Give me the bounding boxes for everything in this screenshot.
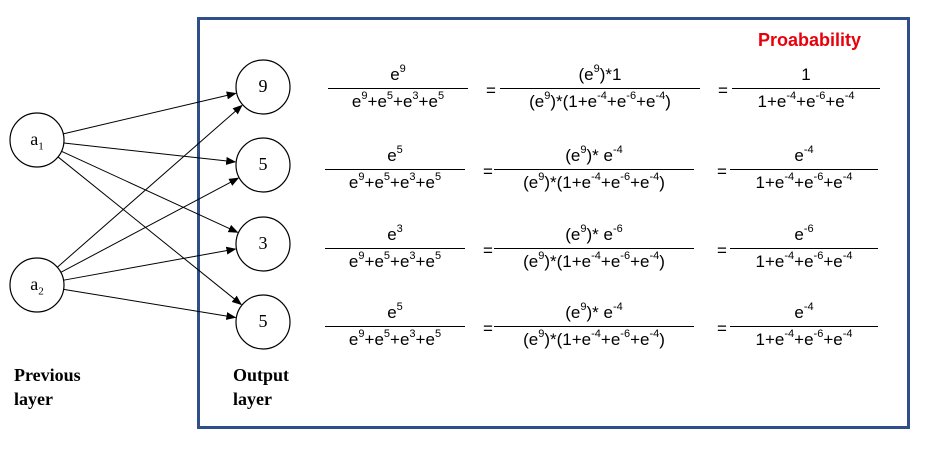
- equals-sign: =: [718, 81, 728, 100]
- factored-fraction-denominator: (e9)*(1+e-4+e-6+e-4): [494, 169, 694, 193]
- simplified-fraction: 1 1+e-4+e-6+e-4: [732, 65, 880, 112]
- softmax-fraction-denominator: e9+e5+e3+e5: [325, 169, 465, 193]
- connection-edges: [56, 91, 243, 320]
- edge-a2-to-out4: [63, 288, 237, 320]
- factored-fraction-denominator: (e9)*(1+e-4+e-6+e-4): [500, 88, 700, 112]
- output-node-4: [235, 294, 291, 350]
- diagram-title: Proabability: [758, 30, 862, 50]
- output-node-2: [235, 137, 291, 193]
- simplified-fraction-numerator: e-4: [794, 301, 814, 322]
- softmax-fraction-denominator: e9+e5+e3+e5: [325, 326, 465, 350]
- softmax-fraction-denominator: e9+e5+e3+e5: [325, 248, 465, 272]
- equals-sign: =: [486, 81, 496, 100]
- output-layer-caption: Output layer: [233, 363, 289, 411]
- simplified-fraction-numerator: 1: [801, 65, 811, 84]
- factored-fraction-denominator: (e9)*(1+e-4+e-6+e-4): [494, 326, 694, 350]
- equals-sign: =: [717, 319, 727, 338]
- output-node-value: 5: [258, 154, 268, 174]
- probability-frame: [197, 17, 910, 429]
- simplified-fraction: e-6 1+e-4+e-6+e-4: [730, 223, 878, 272]
- simplified-fraction-denominator: 1+e-4+e-6+e-4: [730, 248, 878, 272]
- edge-a2-to-out3: [63, 246, 237, 281]
- factored-fraction: (e9)*1 (e9)*(1+e-4+e-6+e-4): [500, 63, 700, 112]
- previous-layer-caption-line1: Previous: [14, 365, 81, 385]
- edge-a1-to-out1: [63, 91, 237, 135]
- output-node-1: [235, 59, 291, 115]
- softmax-fraction-numerator: e5: [387, 301, 403, 322]
- previous-layer-caption-line2: layer: [14, 389, 53, 409]
- edge-a1-to-out3: [61, 150, 239, 233]
- simplified-fraction: e-4 1+e-4+e-6+e-4: [730, 144, 878, 193]
- softmax-fraction-denominator: e9+e5+e3+e5: [328, 88, 468, 112]
- previous-node-label: a2: [30, 274, 44, 298]
- factored-fraction: (e9)* e-4 (e9)*(1+e-4+e-6+e-4): [494, 301, 694, 350]
- previous-node-label: a1: [30, 129, 44, 153]
- factored-fraction: (e9)* e-4 (e9)*(1+e-4+e-6+e-4): [494, 144, 694, 193]
- edge-a1-to-out2: [63, 142, 237, 165]
- node-circles: [9, 59, 291, 350]
- edge-a2-to-out1: [56, 104, 243, 268]
- factored-fraction-denominator: (e9)*(1+e-4+e-6+e-4): [494, 248, 694, 272]
- softmax-fraction-numerator: e9: [390, 63, 406, 84]
- softmax-fraction: e3 e9+e5+e3+e5: [325, 223, 465, 272]
- simplified-fraction-numerator: e-4: [794, 144, 814, 165]
- simplified-fraction-denominator: 1+e-4+e-6+e-4: [730, 326, 878, 350]
- simplified-fraction-numerator: e-6: [794, 223, 814, 244]
- factored-fraction-numerator: (e9)* e-4: [565, 301, 623, 322]
- factored-fraction-numerator: (e9)* e-4: [565, 144, 623, 165]
- simplified-fraction-denominator: 1+e-4+e-6+e-4: [730, 169, 878, 193]
- previous-node-a2: [9, 257, 65, 313]
- previous-layer-caption: Previous layer: [14, 363, 81, 411]
- previous-node-a1: [9, 112, 65, 168]
- softmax-fraction: e9 e9+e5+e3+e5: [328, 63, 468, 112]
- softmax-fraction-numerator: e3: [387, 223, 403, 244]
- output-node-value: 9: [258, 76, 268, 96]
- output-node-value: 3: [258, 233, 268, 253]
- edge-a1-to-out4: [57, 156, 242, 306]
- factored-fraction: (e9)* e-6 (e9)*(1+e-4+e-6+e-4): [494, 223, 694, 272]
- output-node-value: 5: [258, 311, 268, 331]
- factored-fraction-numerator: (e9)* e-6: [565, 223, 623, 244]
- softmax-fraction: e5 e9+e5+e3+e5: [325, 301, 465, 350]
- softmax-fraction-numerator: e5: [387, 144, 403, 165]
- equals-sign: =: [483, 319, 493, 338]
- output-layer-caption-line1: Output: [233, 365, 290, 385]
- factored-fraction-numerator: (e9)*1: [578, 63, 622, 84]
- simplified-fraction-denominator: 1+e-4+e-6+e-4: [732, 88, 880, 112]
- edge-a2-to-out2: [60, 177, 240, 273]
- equals-sign: =: [483, 241, 493, 260]
- output-layer-caption-line2: layer: [233, 389, 272, 409]
- softmax-fraction: e5 e9+e5+e3+e5: [325, 144, 465, 193]
- simplified-fraction: e-4 1+e-4+e-6+e-4: [730, 301, 878, 350]
- equals-sign: =: [717, 241, 727, 260]
- equals-sign: =: [483, 162, 493, 181]
- output-node-3: [235, 216, 291, 272]
- equals-sign: =: [717, 162, 727, 181]
